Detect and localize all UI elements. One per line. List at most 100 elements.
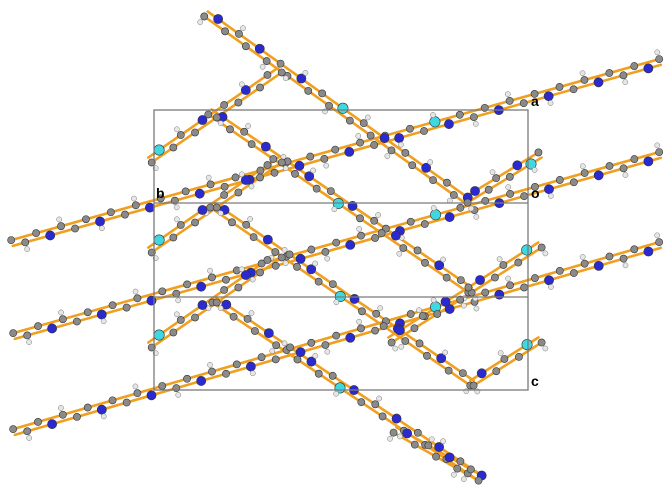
chain-row3-left-carbon-atom-47 [73, 413, 81, 421]
chain-mid-right-carbon-atom-2 [228, 218, 236, 227]
chain-row3-left-carbon-atom-52 [9, 425, 18, 434]
chain-top-right-carbon-atom-7 [276, 59, 285, 68]
chain-row3-left-nitrogen-atom-13 [494, 289, 505, 300]
chain-low-right-carbon-atom-14 [357, 398, 366, 407]
chain-upper-right-hydrogen-atom-18 [396, 250, 403, 257]
chain-mid-right-carbon-atom-8 [293, 262, 301, 271]
chain-low-right-nitrogen-atom-17 [391, 413, 402, 424]
chain-row1-left-carbon-atom-7 [569, 85, 578, 94]
chain-row3-left-carbon-atom-8 [555, 266, 564, 275]
chain-low-right-carbon-atom-2 [229, 312, 238, 321]
chain-top-right-carbon-atom-15 [359, 119, 368, 128]
chain-peak-1-carbon-atom-4 [191, 128, 199, 137]
chain-peak-2-nitrogen-atom-5 [197, 205, 208, 215]
axis-label-b: b [156, 185, 165, 201]
chain-upper-right-bond-0 [210, 108, 473, 289]
chain-peak-3-nitrogen-atom-5 [197, 300, 208, 310]
chain-row2-left-carbon-atom-43 [122, 303, 131, 312]
chain-low-right-nitrogen-atom-1 [221, 299, 232, 310]
chain-peak-3-hydrogen-atom-3 [173, 311, 180, 318]
chain-row2-left-carbon-atom-36 [208, 273, 216, 282]
chain-row3-left-hydrogen-atom-33 [249, 370, 256, 377]
chain-valley-1-carbon-atom-4 [505, 172, 514, 181]
chain-peak-1-nitrogen-atom-9 [240, 85, 251, 95]
chain-low-right-hydrogen-atom-18 [397, 433, 403, 440]
chain-row1-left-carbon-atom-32 [256, 166, 265, 175]
chain-row2-left-nitrogen-atom-49 [47, 323, 57, 334]
chain-top-right-carbon-atom-16 [366, 131, 375, 140]
chain-top-right-hydrogen-atom-18 [384, 153, 391, 159]
chain-top-right-carbon-atom-22 [429, 176, 437, 185]
chain-upper-right-carbon-atom-4 [247, 140, 256, 149]
chain-row3-left-carbon-atom-10 [531, 274, 539, 282]
chain-upper-right-carbon-atom-19 [413, 246, 422, 255]
chain-row1-left-nitrogen-atom-45 [95, 216, 105, 227]
chain-valley-1-carbon-atom-2 [484, 185, 493, 194]
chain-row3-left-hydrogen-atom-27 [324, 348, 331, 355]
chain-peak-2-carbon-atom-11 [263, 161, 272, 169]
chain-row1-left-carbon-atom-52 [7, 236, 16, 245]
chain-lower-mid-carbon-atom-6 [456, 295, 465, 304]
chain-row2-left-carbon-atom-4 [605, 162, 614, 170]
chain-mid-right-carbon-atom-6 [271, 248, 280, 256]
chain-row1-left-carbon-atom-24 [356, 138, 365, 147]
chain-mid-right-carbon-atom-3 [242, 220, 251, 229]
chain-low-right-hydrogen-atom-12 [333, 390, 339, 397]
chain-row1-left-hydrogen-atom-36 [205, 174, 212, 181]
chain-peak-3-hydrogen-atom-12 [282, 260, 289, 267]
chain-row2-left-carbon-atom-48 [58, 315, 67, 324]
chain-upper-right-hydrogen-atom-21 [440, 256, 446, 263]
chain-peak-1-carbon-atom-11 [263, 71, 272, 79]
chain-row1-left-carbon-atom-20 [406, 124, 414, 133]
chain-peak-3-carbon-atom-12 [277, 253, 286, 262]
chain-row1-left-carbon-atom-15 [469, 113, 478, 122]
chain-peak-3-carbon-atom-7 [220, 286, 229, 294]
chain-row2-left-nitrogen-atom-17 [444, 212, 455, 222]
chain-valley-1-carbon-atom-3 [492, 174, 501, 183]
chain-row3-left-carbon-atom-32 [257, 353, 266, 362]
chain-bottom-tail-carbon-atom-7 [466, 465, 475, 474]
chain-row1-left-nitrogen-atom-25 [344, 147, 355, 157]
chain-row1-left-nitrogen-atom-17 [444, 119, 454, 129]
chain-row1-left-nitrogen-atom-21 [394, 133, 405, 143]
chain-row2-left-metal-atom-18 [430, 209, 442, 221]
chain-low-right-carbon-atom-23 [456, 457, 465, 466]
chain-peak-2-hydrogen-atom-9 [238, 171, 245, 178]
chain-bottom-tail-carbon-atom-8 [474, 476, 483, 485]
chain-bottom-tail-carbon-atom-2 [410, 440, 419, 449]
chain-row2-left-hydrogen-atom-18 [430, 205, 437, 211]
chain-mid-right-hydrogen-atom-9 [312, 260, 318, 267]
chain-peak-1-hydrogen-atom-9 [238, 81, 245, 88]
chain-peak-3-hydrogen-atom-9 [238, 266, 245, 273]
chain-row3-left-carbon-atom-50 [34, 418, 42, 426]
chain-row1-left-carbon-atom-0 [655, 55, 664, 64]
chain-top-right-carbon-atom-2 [221, 27, 229, 36]
chain-valley-3-bond-1 [472, 341, 543, 387]
chain-row1-left-carbon-atom-10 [530, 90, 539, 98]
chain-mid-right-hydrogen-atom-18 [398, 343, 405, 350]
chain-mid-right-carbon-atom-19 [415, 339, 424, 348]
chain-row1-left-carbon-atom-26 [331, 145, 340, 154]
chain-mid-right-carbon-atom-11 [328, 280, 337, 289]
chain-row3-left-hydrogen-atom-15 [473, 305, 480, 312]
chain-row1-left-hydrogen-atom-15 [472, 120, 479, 127]
chain-row3-left-nitrogen-atom-1 [643, 246, 654, 257]
chain-peak-1-carbon-atom-10 [256, 83, 264, 92]
chain-top-right-nitrogen-atom-5 [254, 43, 265, 54]
chain-lower-mid-nitrogen-atom-5 [440, 296, 451, 307]
chain-mid-right-hydrogen-atom-3 [247, 216, 253, 222]
chain-mid-right-hydrogen-atom-21 [442, 349, 448, 356]
chain-row2-left-carbon-atom-11 [520, 192, 529, 201]
chain-row3-left-carbon-atom-36 [208, 367, 216, 376]
chain-upper-right-carbon-atom-16 [377, 229, 386, 238]
chain-top-right-carbon-atom-23 [443, 178, 451, 187]
chain-row3-left-nitrogen-atom-25 [345, 332, 356, 343]
chain-mid-right-carbon-atom-10 [314, 277, 323, 286]
chain-row1-left-carbon-atom-4 [605, 69, 614, 77]
chain-upper-right-nitrogen-atom-9 [304, 171, 315, 182]
chain-row1-left-hydrogen-atom-12 [504, 91, 511, 97]
chain-row3-left-hydrogen-atom-0 [654, 232, 661, 239]
chain-valley-3-metal-atom-5 [521, 339, 533, 351]
chain-row3-left-nitrogen-atom-33 [245, 361, 256, 372]
chain-peak-2-hydrogen-atom-6 [217, 210, 224, 217]
